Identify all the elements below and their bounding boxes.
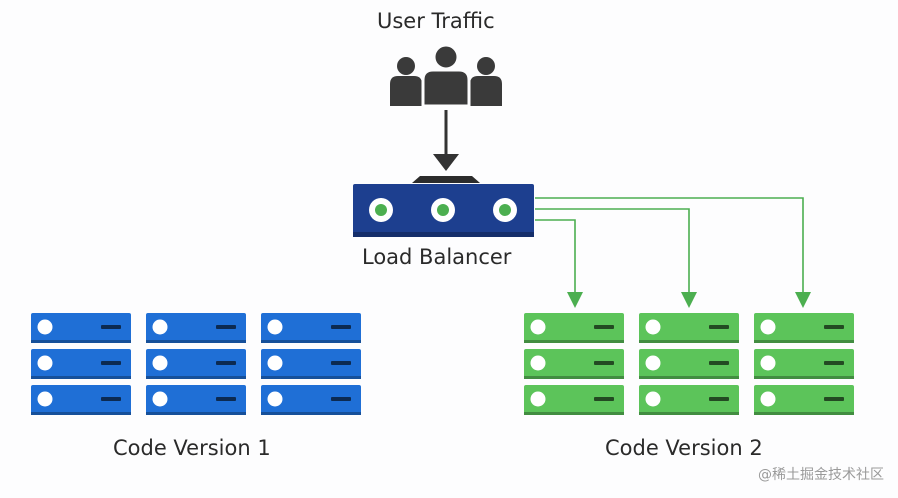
lb-port-icon — [493, 198, 517, 222]
load-balancer-icon — [353, 176, 534, 237]
server-led — [645, 319, 661, 335]
server-led — [760, 391, 776, 407]
load-balancer-label: Load Balancer — [362, 245, 512, 269]
drive-slot — [331, 361, 351, 365]
cluster-label-v1: Code Version 1 — [113, 436, 271, 460]
drive-slot — [709, 325, 729, 329]
server-unit — [524, 385, 624, 415]
server-rack-icon — [524, 313, 624, 415]
server-led — [152, 355, 168, 371]
drive-slot — [216, 325, 236, 329]
server-unit — [31, 349, 131, 379]
server-led — [152, 319, 168, 335]
server-led — [760, 355, 776, 371]
drive-slot — [824, 325, 844, 329]
server-unit — [261, 313, 361, 343]
drive-slot — [594, 397, 614, 401]
server-led — [37, 391, 53, 407]
server-unit — [639, 385, 739, 415]
server-led — [37, 319, 53, 335]
server-unit — [524, 349, 624, 379]
server-unit — [146, 349, 246, 379]
routing-arrows — [535, 197, 811, 308]
drive-slot — [331, 397, 351, 401]
server-unit — [31, 313, 131, 343]
server-unit — [754, 313, 854, 343]
drive-slot — [824, 361, 844, 365]
watermark: @稀土掘金技术社区 — [758, 467, 884, 483]
traffic-arrow — [433, 110, 459, 171]
server-unit — [639, 349, 739, 379]
server-led — [152, 391, 168, 407]
server-rack-icon — [146, 313, 246, 415]
drive-slot — [709, 397, 729, 401]
server-unit — [639, 313, 739, 343]
server-unit — [754, 385, 854, 415]
drive-slot — [101, 361, 121, 365]
user-traffic-label: User Traffic — [377, 9, 495, 33]
server-rack-icon — [31, 313, 131, 415]
drive-slot — [216, 361, 236, 365]
server-unit — [146, 385, 246, 415]
drive-slot — [709, 361, 729, 365]
server-led — [530, 319, 546, 335]
drive-slot — [594, 361, 614, 365]
server-rack-icon — [754, 313, 854, 415]
users-group-icon — [390, 43, 502, 108]
server-led — [645, 391, 661, 407]
server-led — [530, 355, 546, 371]
lb-port-icon — [369, 198, 393, 222]
drive-slot — [101, 325, 121, 329]
server-led — [530, 391, 546, 407]
cluster-code-version-1 — [31, 313, 361, 415]
server-unit — [754, 349, 854, 379]
drive-slot — [101, 397, 121, 401]
server-rack-icon — [639, 313, 739, 415]
cluster-code-version-2 — [524, 313, 854, 415]
drive-slot — [331, 325, 351, 329]
server-rack-icon — [261, 313, 361, 415]
server-unit — [146, 313, 246, 343]
drive-slot — [594, 325, 614, 329]
server-led — [267, 391, 283, 407]
server-unit — [31, 385, 131, 415]
lb-port-icon — [431, 198, 455, 222]
server-led — [267, 355, 283, 371]
drive-slot — [216, 397, 236, 401]
server-unit — [524, 313, 624, 343]
server-led — [37, 355, 53, 371]
server-unit — [261, 385, 361, 415]
server-led — [267, 319, 283, 335]
cluster-label-v2: Code Version 2 — [605, 436, 763, 460]
drive-slot — [824, 397, 844, 401]
server-unit — [261, 349, 361, 379]
server-led — [760, 319, 776, 335]
server-led — [645, 355, 661, 371]
